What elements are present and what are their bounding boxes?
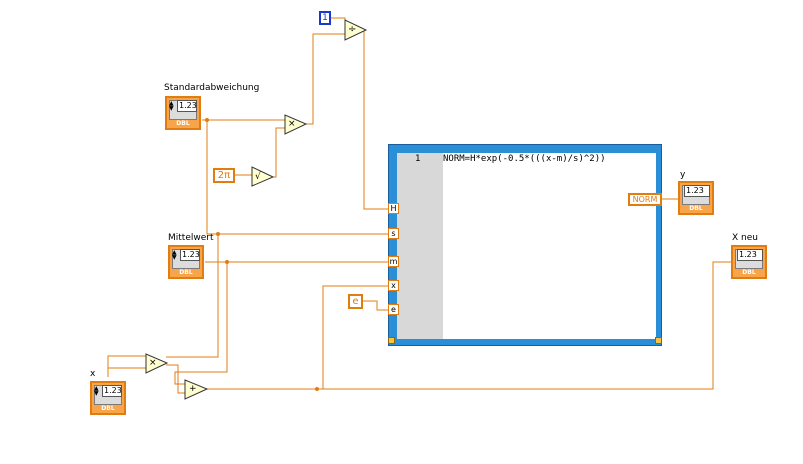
spin-icon[interactable]: ▲▼ [169,100,174,112]
input-port-s[interactable]: s [388,228,399,239]
formula-expression[interactable]: NORM=H*exp(-0.5*(((x-m)/s)^2)) [443,154,606,164]
standardabweichung-control[interactable]: ▲▼ 1.23 DBL [165,96,201,130]
formula-node[interactable] [388,144,662,346]
multiply-icon[interactable]: × [288,119,296,129]
x-label: x [90,369,96,379]
multiply-icon[interactable]: × [149,358,157,368]
mittelwert-label: Mittelwert [168,233,214,243]
input-port-e[interactable]: e [388,304,399,315]
y-indicator[interactable]: 1.23 DBL [678,181,714,215]
x-neu-indicator[interactable]: 1.23 DBL [731,245,767,279]
line-number: 1 [415,154,421,164]
input-port-h[interactable]: H [388,203,399,214]
add-icon[interactable]: + [189,384,197,394]
resize-handle-bottom-right[interactable] [655,337,662,344]
y-label: y [680,170,686,180]
mittelwert-control[interactable]: ▲▼ 1.23 DBL [168,245,204,279]
x-neu-label: X neu [732,233,758,243]
formula-editor[interactable] [443,153,656,339]
divide-icon[interactable]: ÷ [348,24,357,35]
x-control[interactable]: ▲▼ 1.23 DBL [90,381,126,415]
spin-icon[interactable]: ▲▼ [172,249,177,261]
constant-one[interactable]: 1 [319,11,331,25]
constant-e[interactable]: e [348,294,363,309]
input-port-x[interactable]: x [388,280,399,291]
standardabweichung-label: Standardabweichung [164,83,260,93]
spin-icon[interactable]: ▲▼ [94,385,99,397]
resize-handle-bottom-left[interactable] [388,337,395,344]
sqrt-icon[interactable]: √ [255,172,261,182]
formula-gutter [397,153,443,339]
constant-two-pi[interactable]: 2π [213,168,235,183]
output-port-norm[interactable]: NORM [628,193,662,206]
input-port-m[interactable]: m [388,256,399,267]
